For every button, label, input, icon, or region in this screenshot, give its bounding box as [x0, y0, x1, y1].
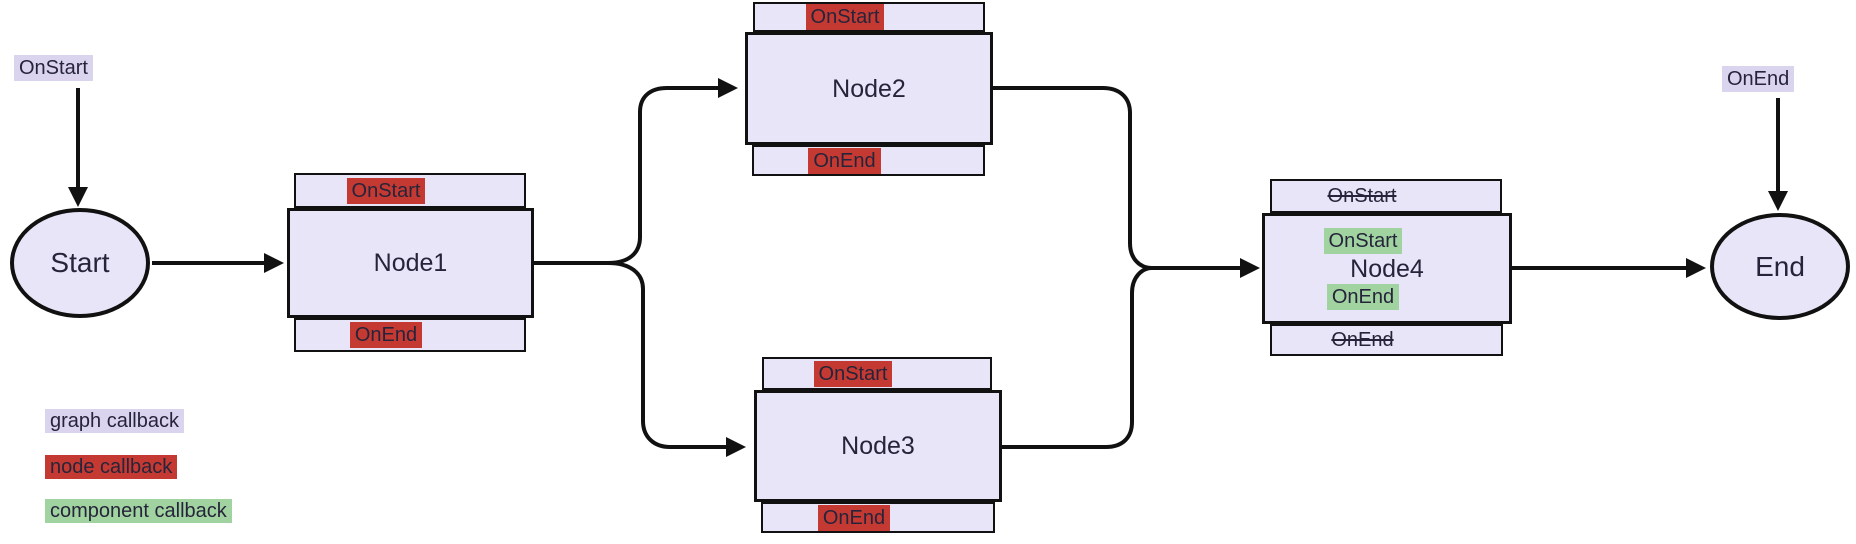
legend-item-graph-callback: graph callback [45, 409, 184, 433]
node3-body: Node3 [754, 390, 1002, 502]
node2-onend-label: OnEnd [808, 147, 881, 174]
arrow-node1-to-node3 [534, 261, 746, 457]
node4-component-onend-label: OnEnd [1326, 283, 1400, 310]
graph-onstart-label: OnStart [14, 55, 93, 81]
node1-onend-label: OnEnd [349, 322, 423, 348]
node3-title: Node3 [841, 432, 915, 460]
wire-node2-to-merge [993, 86, 1153, 270]
node1-onend-strip: OnEnd [294, 318, 526, 352]
node4-skipped-onend-strip: OnEnd [1270, 324, 1503, 356]
node2-body: Node2 [745, 32, 993, 145]
legend-component-callback-label: component callback [45, 499, 232, 523]
node2-onstart-strip: OnStart [753, 2, 985, 32]
node2-onstart-label: OnStart [805, 4, 885, 30]
legend-node-callback-label: node callback [45, 455, 178, 479]
start-node-label: Start [50, 247, 110, 278]
end-node: End [1710, 213, 1850, 320]
node3-onend-strip: OnEnd [761, 502, 995, 533]
node2-onend-strip: OnEnd [752, 145, 985, 176]
node1-onstart-strip: OnStart [294, 173, 526, 208]
start-node: Start [10, 208, 150, 318]
node4-title: Node4 [1350, 254, 1424, 283]
node4-skipped-onend-label: OnEnd [1331, 329, 1394, 351]
node4-skipped-onstart-strip: OnStart [1270, 179, 1502, 213]
node3-onstart-strip: OnStart [762, 357, 992, 390]
node4-component-onstart-label: OnStart [1323, 227, 1403, 254]
node1-title: Node1 [373, 249, 448, 277]
node3-onstart-label: OnStart [813, 360, 893, 387]
node4-skipped-onstart-label: OnStart [1327, 185, 1397, 207]
node2-title: Node2 [832, 74, 906, 103]
arrow-node1-to-node2 [534, 78, 738, 265]
end-node-label: End [1755, 250, 1805, 282]
legend-graph-callback-label: graph callback [45, 409, 184, 433]
wire-node3-to-merge [1002, 266, 1153, 449]
node4-body: OnStart Node4 OnEnd [1262, 213, 1512, 324]
node3-onend-label: OnEnd [817, 504, 891, 531]
node1-onstart-label: OnStart [346, 177, 426, 204]
graph-onend-label: OnEnd [1722, 66, 1795, 92]
legend-item-node-callback: node callback [45, 455, 178, 479]
legend-item-component-callback: component callback [45, 499, 232, 523]
node1-body: Node1 [287, 208, 534, 318]
